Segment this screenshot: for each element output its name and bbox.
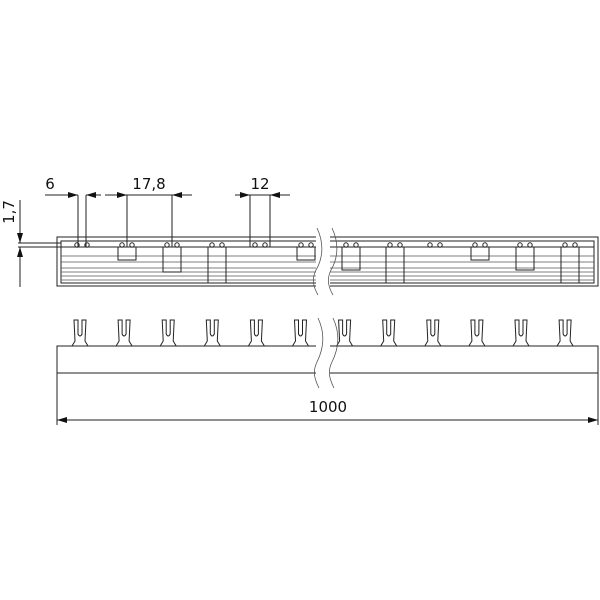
- break-line: [328, 317, 339, 389]
- pin-hole: [427, 242, 433, 248]
- dim-pin-spacing: 12: [250, 175, 269, 193]
- pin-hole: [387, 242, 393, 248]
- pin-hole: [472, 242, 478, 248]
- pin-slot: [207, 246, 227, 284]
- pin-hole: [164, 242, 170, 248]
- fork-pin: [512, 319, 530, 347]
- pin-slot: [515, 246, 535, 271]
- dim-thickness: 1,7: [0, 200, 18, 224]
- pin-slot: [470, 246, 490, 261]
- pin-hole: [84, 242, 90, 248]
- pin-hole: [262, 242, 268, 248]
- pin-hole: [517, 242, 523, 248]
- fork-pin: [247, 319, 265, 347]
- pin-hole: [353, 242, 359, 248]
- pin-hole: [174, 242, 180, 248]
- fork-pin: [203, 319, 221, 347]
- dim-module-pitch: 17,8: [132, 175, 165, 193]
- busbar-top-view: [18, 236, 599, 287]
- fork-pin: [71, 319, 89, 347]
- break-mark: [312, 227, 339, 389]
- pin-hole: [219, 242, 225, 248]
- pin-hole: [572, 242, 578, 248]
- pin-hole: [343, 242, 349, 248]
- pin-hole: [119, 242, 125, 248]
- fork-pin: [292, 319, 309, 347]
- dim-length: 1000: [309, 398, 347, 416]
- fork-pin: [556, 319, 574, 347]
- pin-hole: [298, 242, 304, 248]
- break-line: [313, 317, 324, 389]
- pin-slot: [341, 246, 361, 271]
- pin-hole: [482, 242, 488, 248]
- fork-pin: [159, 319, 177, 347]
- pin-slot: [385, 246, 405, 284]
- pin-hole: [74, 242, 80, 248]
- pin-hole: [252, 242, 258, 248]
- dim-pin-width: 6: [45, 175, 55, 193]
- fork-pin: [380, 319, 398, 347]
- fork-pin: [115, 319, 133, 347]
- dimension-lines: [17, 192, 599, 425]
- break-line: [312, 227, 323, 296]
- pin-hole: [129, 242, 135, 248]
- break-line: [327, 227, 338, 296]
- pin-slot: [560, 246, 580, 284]
- pin-hole: [437, 242, 443, 248]
- pin-slot: [296, 246, 316, 261]
- pin-hole: [397, 242, 403, 248]
- fork-pin: [468, 319, 486, 347]
- pin-hole: [209, 242, 215, 248]
- fork-pin: [424, 319, 442, 347]
- fork-pin: [336, 319, 354, 347]
- pin-hole: [562, 242, 568, 248]
- pin-hole: [527, 242, 533, 248]
- pin-slot: [117, 246, 137, 261]
- pin-hole: [308, 242, 314, 248]
